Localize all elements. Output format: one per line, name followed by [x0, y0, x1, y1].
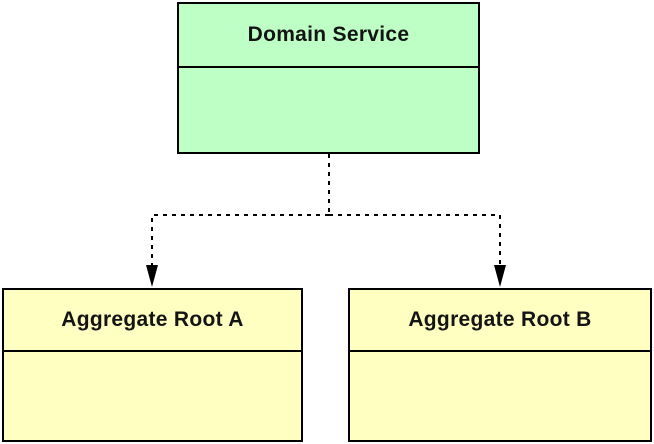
node-aggregate-root-b-label: Aggregate Root B: [408, 308, 592, 331]
node-domain-service-label: Domain Service: [247, 23, 410, 46]
node-aggregate-root-b-title: Aggregate Root B: [350, 290, 650, 352]
node-aggregate-root-a-title: Aggregate Root A: [4, 290, 301, 352]
node-domain-service-body-compartment: [179, 68, 478, 152]
edge-domain-service-to-aggregate-root-a: [151, 214, 329, 265]
arrowhead-aggregate-root-b: [494, 265, 506, 287]
node-aggregate-root-b-body-compartment: [350, 352, 650, 440]
node-domain-service-title: Domain Service: [179, 4, 478, 68]
node-aggregate-root-a: Aggregate Root A: [2, 288, 303, 442]
node-domain-service: Domain Service: [177, 2, 480, 154]
node-aggregate-root-a-label: Aggregate Root A: [61, 308, 244, 331]
edge-domain-service-to-aggregate-root-b: [329, 214, 501, 265]
node-aggregate-root-b: Aggregate Root B: [348, 288, 652, 442]
arrowhead-aggregate-root-a: [146, 265, 158, 287]
node-aggregate-root-a-body-compartment: [4, 352, 301, 440]
